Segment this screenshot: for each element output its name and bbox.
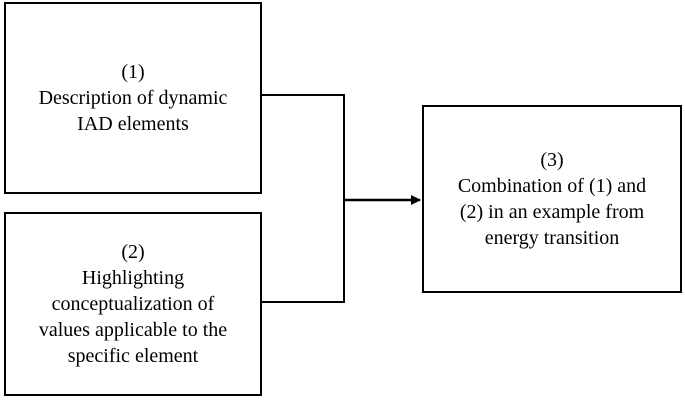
connector-from-box1 [262, 94, 345, 200]
box1-line-2: IAD elements [77, 113, 189, 135]
box2-line-1: Highlighting [81, 267, 185, 289]
box3-line-1: Combination of (1) and [457, 175, 647, 197]
box3-line-3: energy transition [484, 227, 620, 249]
box2-line-4: specific element [67, 345, 199, 367]
box-highlighting-values: (2) Highlighting conceptualization of va… [4, 212, 262, 396]
box1-number: (1) [121, 61, 145, 83]
box3-line-2: (2) in an example from [459, 201, 645, 223]
box3-number: (3) [540, 149, 564, 171]
box2-line-3: values applicable to the [38, 319, 228, 341]
box2-line-2: conceptualization of [51, 293, 215, 315]
box1-line-1: Description of dynamic [38, 87, 228, 109]
box2-number: (2) [121, 241, 145, 263]
box-combination-example: (3) Combination of (1) and (2) in an exa… [422, 105, 682, 293]
box-description-iad-elements: (1) Description of dynamic IAD elements [4, 2, 262, 194]
connector-from-box2 [262, 200, 345, 303]
